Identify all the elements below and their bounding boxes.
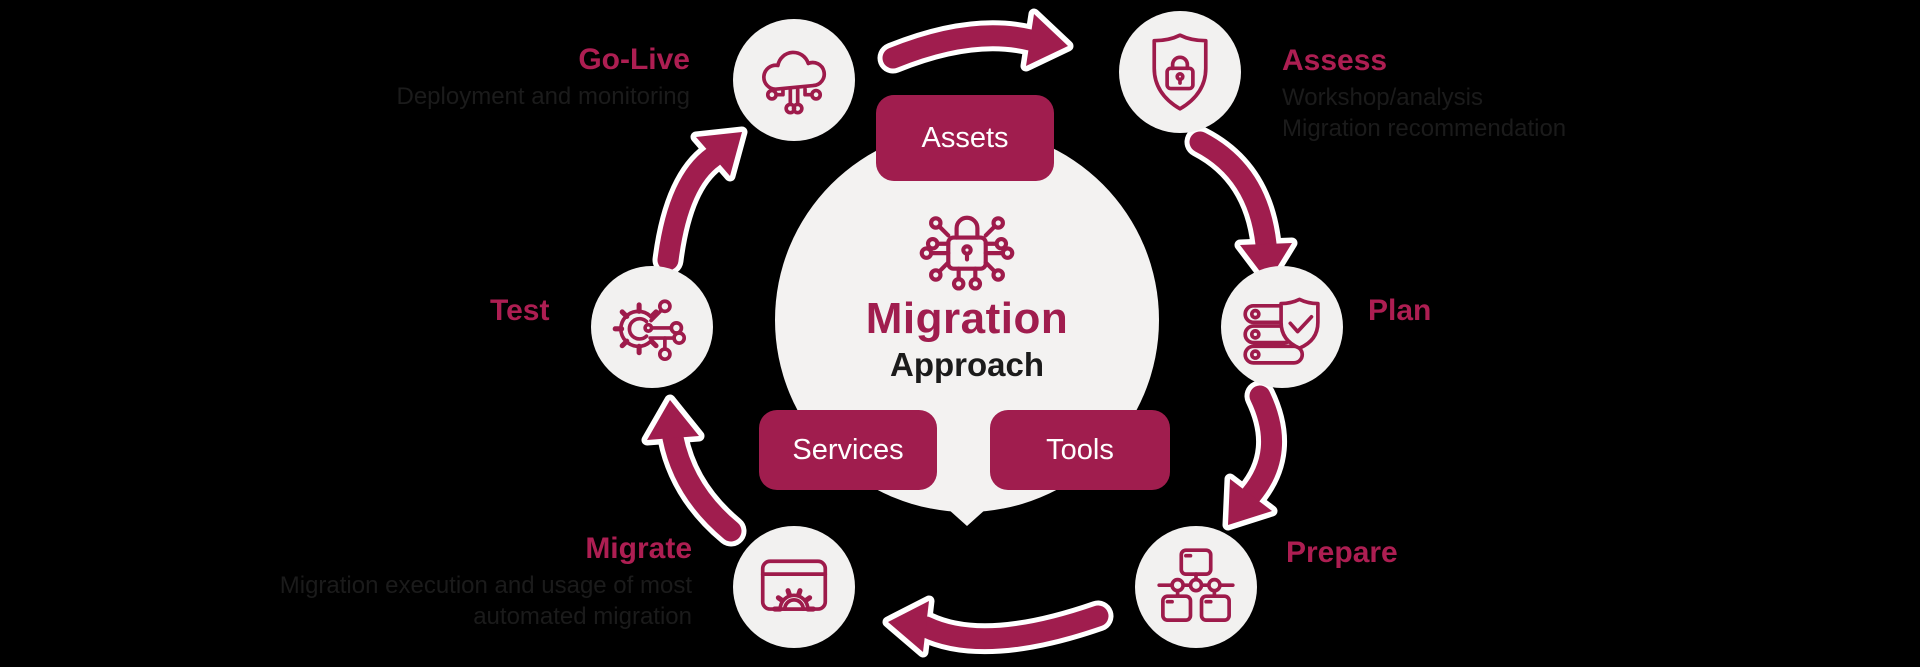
lock-circuit-icon [919, 215, 1015, 291]
stage-desc-line: Deployment and monitoring [396, 83, 691, 110]
stage-label-assess: Assess [1282, 44, 1388, 77]
stage-desc-line: Migration recommendation [1282, 115, 1567, 142]
stage-desc-line: automated migration [473, 603, 692, 630]
stage-circle-migrate [733, 526, 855, 648]
arrow-prepare-to-migrate [882, 595, 1114, 658]
gear-circuit-icon [612, 299, 687, 362]
stage-desc-go-live: Deployment and monitoring [397, 81, 691, 112]
stage-desc-assess: Workshop/analysis Migration recommendati… [1282, 82, 1566, 144]
cloud-circuit-icon [762, 50, 827, 115]
server-shield-check-icon [1243, 297, 1320, 365]
network-nodes-icon [1157, 548, 1235, 622]
stage-circle-assess [1119, 11, 1241, 133]
stage-circle-prepare [1135, 526, 1257, 648]
stage-circle-plan [1221, 266, 1343, 388]
stage-desc-line: Migration execution and usage of most [279, 572, 692, 599]
center-title: Migration [865, 294, 1069, 343]
stage-block-go-live: Go-Live Deployment and monitoring [397, 43, 691, 112]
stage-desc-migrate: Migration execution and usage of most au… [280, 570, 692, 632]
center-subtitle: Approach [889, 346, 1044, 383]
stage-desc-line: Workshop/analysis [1282, 84, 1483, 111]
arrow-migrate-to-test [641, 394, 747, 547]
assets-banner: Assets [876, 95, 1054, 181]
window-gear-icon [760, 559, 828, 612]
center-circle-tail [938, 500, 996, 526]
stage-circle-test [591, 266, 713, 388]
stage-circle-go-live [733, 19, 855, 141]
arrow-test-to-golive [652, 126, 748, 276]
tools-banner: Tools [990, 410, 1170, 490]
stage-block-assess: Assess Workshop/analysis Migration recom… [1282, 44, 1566, 144]
stage-label-prepare: Prepare [1286, 536, 1398, 569]
assets-banner-label: Assets [921, 121, 1009, 154]
stage-label-go-live: Go-Live [578, 43, 690, 76]
stage-label-test: Test [490, 294, 550, 327]
arrow-assess-to-plan [1184, 126, 1298, 288]
arrow-golive-to-assess [877, 8, 1074, 74]
tools-banner-label: Tools [1046, 433, 1114, 466]
stage-block-migrate: Migrate Migration execution and usage of… [280, 532, 692, 632]
shield-lock-icon [1152, 33, 1208, 111]
services-banner: Services [759, 410, 937, 490]
arrow-plan-to-prepare [1222, 380, 1288, 531]
stage-label-plan: Plan [1368, 294, 1432, 327]
stage-label-migrate: Migrate [585, 532, 692, 565]
services-banner-label: Services [792, 433, 904, 466]
